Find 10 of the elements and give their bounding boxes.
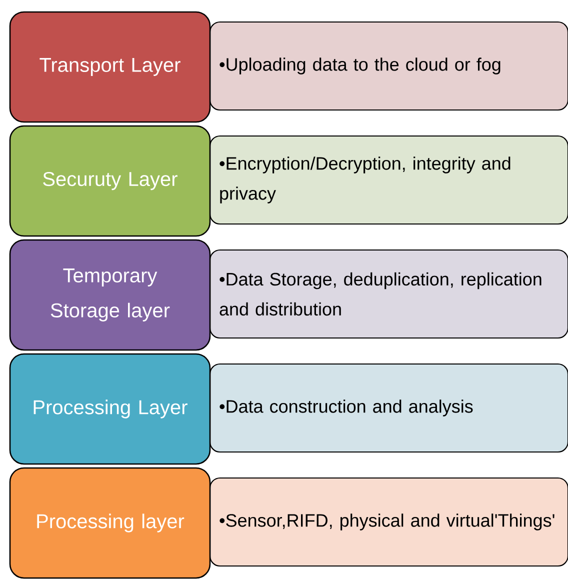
layer-box: Processing layer (9, 467, 211, 579)
layer-box: Transport Layer (9, 11, 211, 123)
description-box: •Data construction and analysis (209, 363, 568, 453)
description-box: •Encryption/Decryption, integrity and privacy (209, 135, 568, 225)
description-box: •Data Storage, deduplication, replication and distribution (209, 249, 568, 339)
description-box: •Sensor,RIFD, physical and virtual'Things' (209, 477, 568, 567)
layer-box: Processing Layer (9, 353, 211, 465)
layer-box: Securuty Layer (9, 125, 211, 237)
layer-box: Temporary Storage layer (9, 239, 211, 351)
description-box: •Uploading data to the cloud or fog (209, 21, 568, 111)
